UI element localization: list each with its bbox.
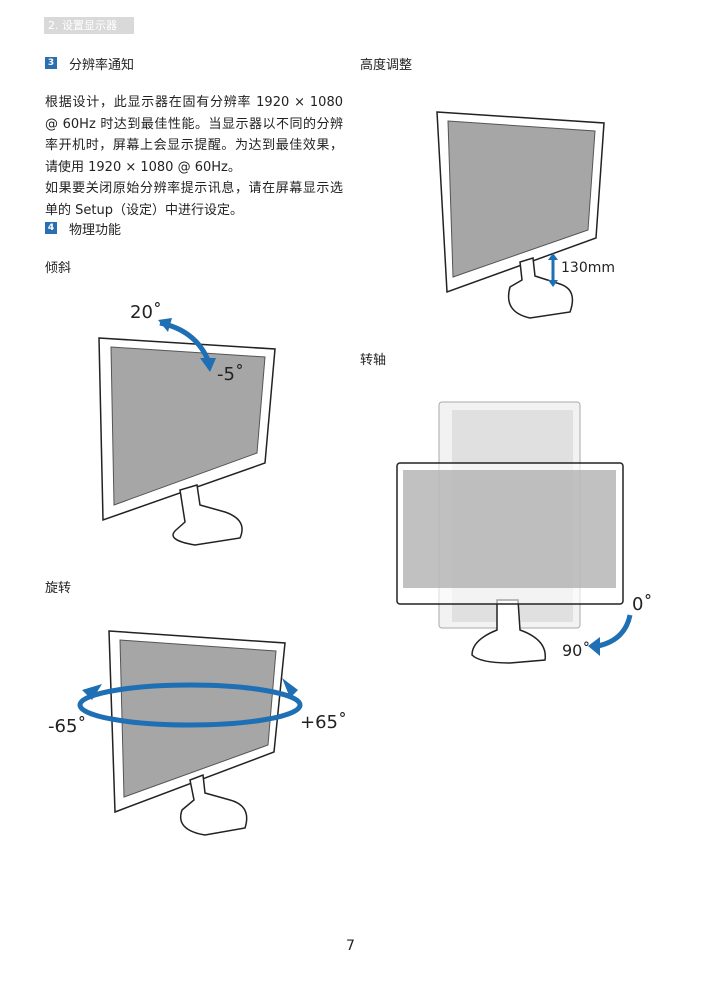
paragraph-text: 如果要关闭原始分辨率提示讯息，请在屏幕显示选单的 Setup（设定）中进行设定。 bbox=[45, 181, 343, 218]
height-monitor-illustration bbox=[436, 111, 605, 319]
section-heading: 分辨率通知 bbox=[69, 58, 135, 73]
swivel-left-angle: -65˚ bbox=[48, 716, 87, 737]
swivel-right-angle: +65˚ bbox=[300, 712, 347, 733]
section-number-badge: 4 bbox=[45, 222, 57, 234]
tilt-monitor-illustration bbox=[98, 318, 276, 546]
height-label: 高度调整 bbox=[360, 58, 413, 73]
swivel-label: 旋转 bbox=[45, 581, 72, 596]
height-value: 130mm bbox=[561, 260, 615, 276]
pivot-angle-90: 90˚ bbox=[562, 641, 591, 660]
pivot-monitor-illustration bbox=[396, 401, 633, 664]
tilt-up-angle: 20˚ bbox=[130, 302, 162, 323]
pivot-label: 转轴 bbox=[360, 353, 387, 368]
paragraph-text: 根据设计，此显示器在固有分辨率 1920 × 1080 @ 60Hz 时达到最佳… bbox=[45, 95, 343, 175]
resolution-paragraph: 根据设计，此显示器在固有分辨率 1920 × 1080 @ 60Hz 时达到最佳… bbox=[45, 92, 343, 221]
section-tag: 2. 设置显示器 bbox=[44, 17, 134, 34]
tilt-label: 倾斜 bbox=[45, 261, 72, 276]
section-heading: 物理功能 bbox=[69, 223, 122, 238]
pivot-angle-0: 0˚ bbox=[632, 594, 653, 615]
section-number-badge: 3 bbox=[45, 57, 57, 69]
swivel-monitor-illustration bbox=[77, 630, 303, 836]
page-number: 7 bbox=[346, 938, 355, 954]
tilt-down-angle: -5˚ bbox=[217, 364, 244, 385]
